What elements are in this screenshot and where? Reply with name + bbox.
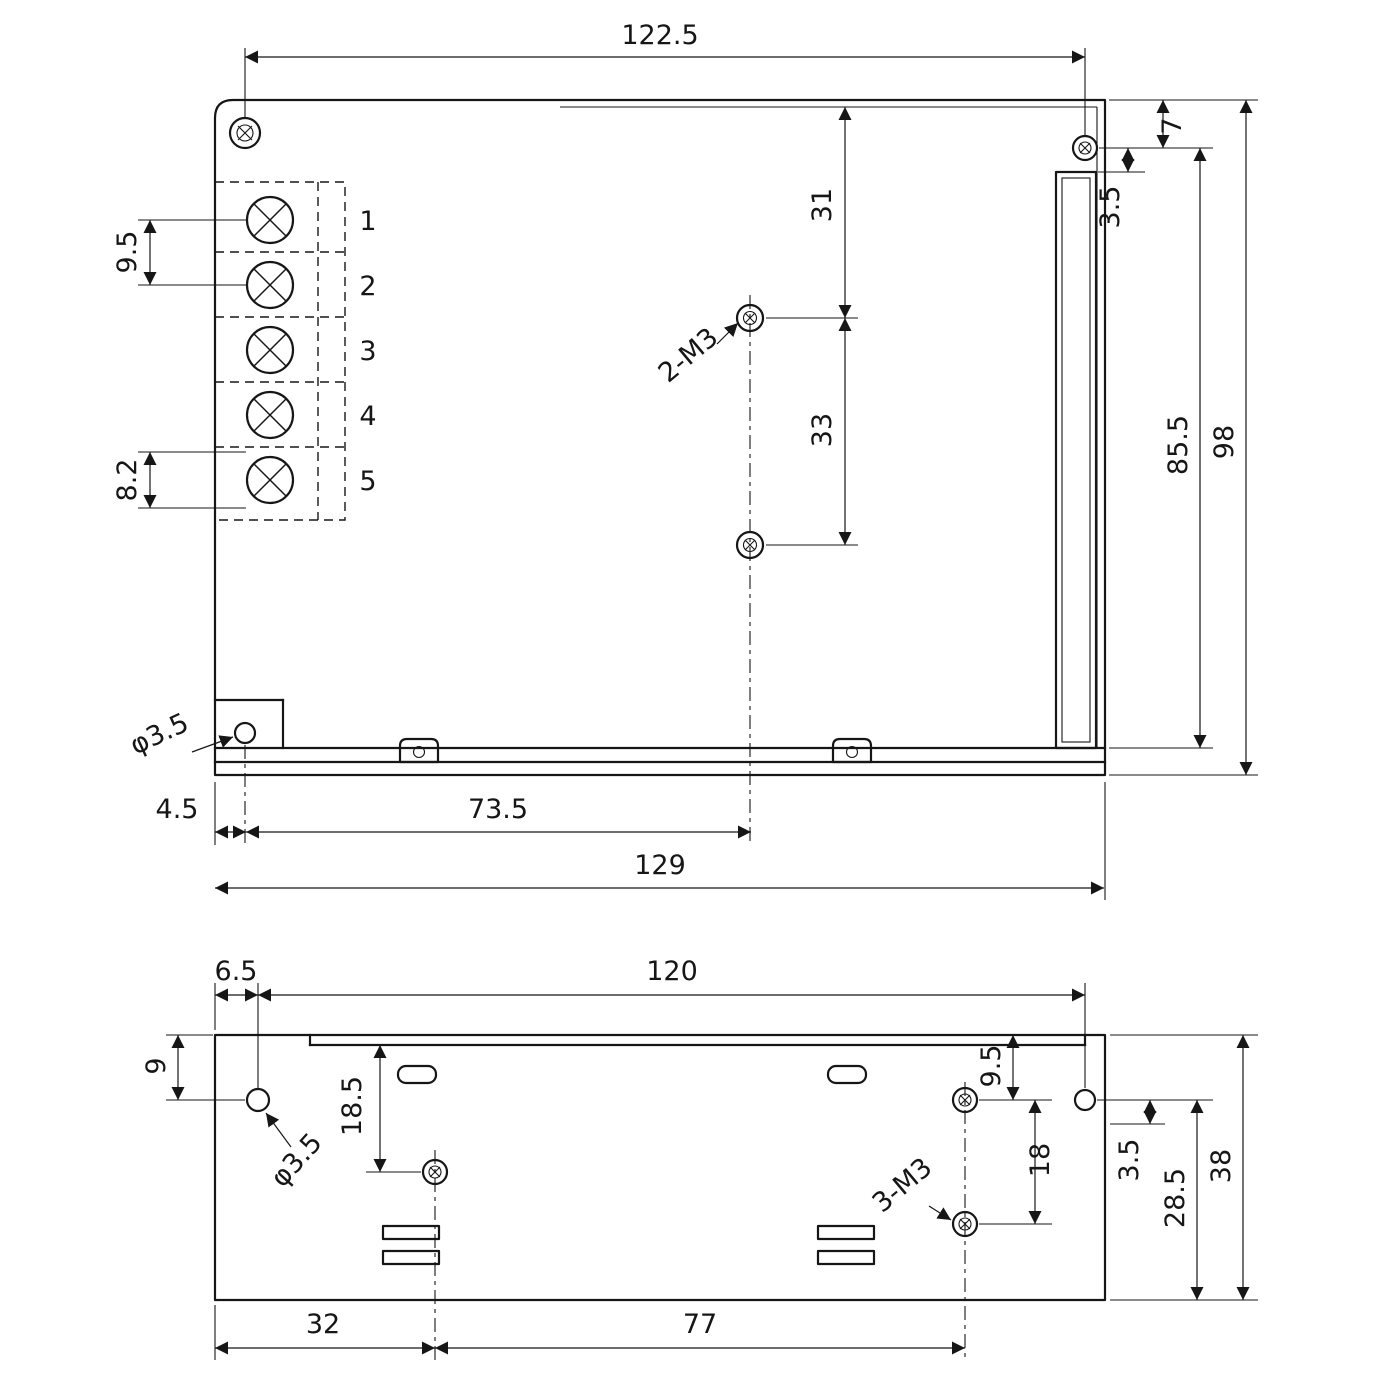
top-left-screw-hole xyxy=(228,116,262,150)
side-far-right-mount-hole xyxy=(1073,1088,1097,1112)
dim-overall-width: 129 xyxy=(215,782,1106,900)
dim-label-hole-spacing: 33 xyxy=(807,413,838,447)
dim-label-side-hole-from-lip: 18.5 xyxy=(337,1076,368,1136)
dim-side-right-hole-spacing: 18 xyxy=(979,1100,1056,1225)
dim-side-hole-from-lip: 18.5 xyxy=(337,1045,421,1173)
dim-label-side-hole-from-left: 32 xyxy=(306,1309,340,1340)
dim-label-terminal-pitch: 9.5 xyxy=(112,231,143,274)
dim-label-side-right-hole-spacing: 18 xyxy=(1025,1143,1056,1177)
side-view: 6.5 120 9 18.5 φ3.5 xyxy=(141,956,1258,1360)
dim-terminal-pitch: 9.5 xyxy=(112,219,246,286)
dim-side-overall-height: 38 xyxy=(1110,1034,1258,1300)
side-view-top-slot-right xyxy=(826,1064,868,1085)
dim-side-top-width: 120 xyxy=(258,956,1086,1088)
dim-label-overall-width: 129 xyxy=(634,850,686,881)
dim-label-overall-height: 98 xyxy=(1209,425,1240,459)
terminal-label-4: 4 xyxy=(359,401,376,432)
dim-side-hole-spacing-x: 77 xyxy=(435,1309,965,1355)
dim-label-edge-inset: 3.5 xyxy=(1095,186,1126,229)
dim-hole-spacing: 33 xyxy=(766,318,858,546)
dim-label-hole-from-top: 31 xyxy=(807,188,838,222)
dim-label-side-height: 85.5 xyxy=(1163,415,1194,475)
top-view-chassis-outline xyxy=(213,98,1107,777)
terminal-screw-5 xyxy=(245,455,295,505)
top-view-mounting-clip-left xyxy=(398,737,440,764)
dim-edge-inset: 3.5 xyxy=(1095,148,1145,228)
top-right-screw-hole xyxy=(1071,134,1099,162)
callout-hole-dia-side: φ3.5 xyxy=(265,1112,329,1193)
terminal-label-1: 1 xyxy=(359,206,376,237)
dim-label-side-left-offset: 6.5 xyxy=(215,956,258,987)
dim-label-side-overall-height: 38 xyxy=(1206,1149,1237,1183)
dim-top-width: 122.5 xyxy=(244,20,1086,136)
callout-screw-2m3: 2-M3 xyxy=(653,322,739,389)
dim-label-corner-offset: 7 xyxy=(1157,117,1188,134)
dim-overall-height: 98 xyxy=(1109,100,1258,776)
side-left-mount-hole xyxy=(245,1087,271,1113)
terminal-label-3: 3 xyxy=(359,336,376,367)
dim-label-top-width: 122.5 xyxy=(621,20,698,51)
terminal-screw-1 xyxy=(245,195,295,245)
terminal-block xyxy=(214,181,346,521)
dim-side-lower-height: 28.5 xyxy=(1110,1100,1258,1301)
callout-screw-3m3: 3-M3 xyxy=(867,1152,952,1221)
dim-label-side-hole-spacing-x: 77 xyxy=(683,1309,717,1340)
terminal-label-2: 2 xyxy=(359,271,376,302)
top-view-side-slot xyxy=(1054,170,1098,750)
dim-label-base-offset: 4.5 xyxy=(156,794,199,825)
terminal-label-5: 5 xyxy=(359,466,376,497)
dim-side-hole-from-left: 32 xyxy=(214,1305,435,1360)
dim-label-side-lower-height: 28.5 xyxy=(1160,1168,1191,1228)
dim-side-hole-from-top: 9 xyxy=(141,1034,245,1101)
dim-label-side-right-hole-from-top: 9.5 xyxy=(976,1045,1007,1088)
terminal-screw-4 xyxy=(245,390,295,440)
terminal-screw-3 xyxy=(245,325,295,375)
dim-side-edge-inset: 3.5 xyxy=(1097,1099,1213,1182)
side-view-chassis-outline xyxy=(213,1033,1107,1302)
side-view-bottom-slots-right xyxy=(816,1224,876,1266)
dim-corner-offset: 7 xyxy=(1099,99,1258,149)
dim-hole-from-top: 31 xyxy=(766,107,858,319)
dim-side-left-offset: 6.5 xyxy=(214,956,259,1088)
dim-label-side-hole-from-top: 9 xyxy=(141,1057,172,1074)
dim-side-height: 85.5 xyxy=(1109,148,1213,749)
dim-label-side-edge-inset: 3.5 xyxy=(1114,1139,1145,1182)
side-view-bottom-slots-left xyxy=(381,1224,441,1266)
callout-hole-dia-top: φ3.5 xyxy=(125,707,234,761)
dim-terminal-end: 8.2 xyxy=(112,451,246,509)
terminal-screw-2 xyxy=(245,260,295,310)
top-view: 1 2 3 4 5 xyxy=(112,20,1258,900)
dim-hole-from-left: 73.5 xyxy=(246,794,751,839)
dim-base-offset: 4.5 xyxy=(156,745,246,845)
bottom-left-mount-hole xyxy=(233,721,257,745)
top-view-mounting-clip-right xyxy=(831,737,873,764)
callout-label-screw-3m3: 3-M3 xyxy=(867,1152,939,1219)
callout-label-screw-2m3: 2-M3 xyxy=(653,322,725,389)
callout-label-hole-dia-side: φ3.5 xyxy=(265,1127,329,1193)
dim-label-terminal-end: 8.2 xyxy=(112,459,143,502)
dim-label-hole-from-left: 73.5 xyxy=(468,794,528,825)
callout-label-hole-dia-top: φ3.5 xyxy=(125,707,193,761)
dim-label-side-top-width: 120 xyxy=(646,956,698,987)
side-view-top-slot-left xyxy=(396,1064,438,1085)
